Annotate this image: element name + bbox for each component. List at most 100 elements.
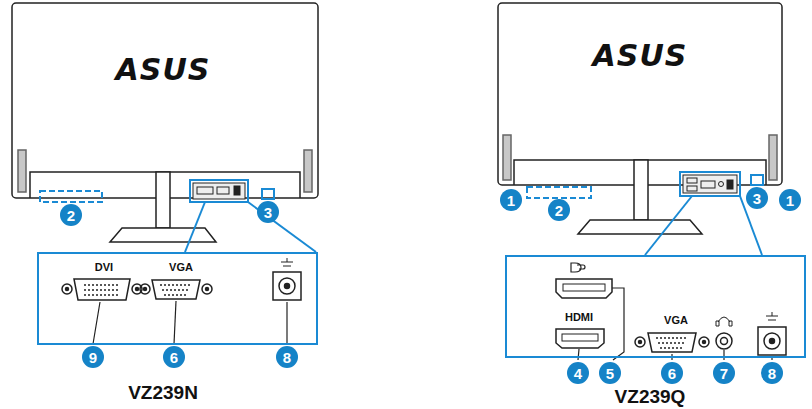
highlight-frame xyxy=(185,202,205,252)
callout-number: 8 xyxy=(761,362,783,384)
leader-line xyxy=(578,288,772,360)
monitor-back xyxy=(719,182,724,187)
leader-line xyxy=(723,350,724,360)
port-drawing xyxy=(648,333,696,352)
zoom-panel: HDMI VGA xyxy=(505,255,806,358)
monitor-back xyxy=(498,3,782,234)
callout-number: 1 xyxy=(500,189,522,211)
monitor-back xyxy=(578,220,702,234)
monitor-back xyxy=(12,3,318,198)
port-drawing xyxy=(152,280,200,299)
brand-logo: ASUS xyxy=(593,41,688,71)
callout-number: 7 xyxy=(713,362,735,384)
monitor-back xyxy=(687,178,697,183)
port-drawing xyxy=(281,258,293,266)
callout-number: 3 xyxy=(746,187,768,209)
monitor-back xyxy=(503,135,511,180)
highlight-frame xyxy=(262,189,274,199)
port-drawing xyxy=(279,278,295,294)
port-drawing xyxy=(639,341,642,344)
port-drawing xyxy=(703,341,706,344)
monitor-back xyxy=(304,150,312,192)
port-drawing xyxy=(766,312,778,320)
port-drawing xyxy=(563,284,605,291)
port-drawing xyxy=(758,327,786,355)
port-drawing xyxy=(273,272,301,300)
monitor-back xyxy=(687,186,697,191)
monitor-back xyxy=(18,150,26,192)
port-drawing xyxy=(556,329,604,348)
port-drawing xyxy=(562,334,598,341)
highlight-frame xyxy=(248,202,316,252)
callout-number: 3 xyxy=(257,201,279,223)
port-drawing xyxy=(202,284,212,294)
port-drawing xyxy=(74,279,130,300)
port-drawing xyxy=(556,279,612,298)
port-drawing xyxy=(285,284,290,289)
monitor-back xyxy=(217,187,229,194)
port-drawing xyxy=(62,258,301,300)
highlight-frame xyxy=(527,187,591,198)
port-name: DVI xyxy=(95,262,113,273)
callout-number: 1 xyxy=(779,189,801,211)
monitor-back xyxy=(12,3,318,242)
leader-line xyxy=(93,301,287,344)
port-drawing xyxy=(140,284,150,294)
port-name: VGA xyxy=(664,315,688,326)
port-drawing xyxy=(635,337,645,347)
leader-line xyxy=(93,302,100,344)
leader-line xyxy=(578,349,579,360)
callout-number: 5 xyxy=(599,362,621,384)
monitor-back xyxy=(727,180,733,189)
leader-line xyxy=(174,301,176,344)
monitor-back xyxy=(701,181,715,188)
port-drawing xyxy=(62,284,72,294)
leader-line xyxy=(286,302,287,344)
port-drawing xyxy=(716,317,732,326)
highlight-frame xyxy=(40,191,102,202)
monitor-back xyxy=(683,175,737,193)
callout-number: 2 xyxy=(548,199,570,221)
highlight-frame xyxy=(680,172,740,196)
callout-number: 6 xyxy=(163,346,185,368)
monitor-back xyxy=(156,172,170,228)
monitor-back xyxy=(634,160,648,220)
callout-number: 9 xyxy=(82,346,104,368)
port-drawing xyxy=(136,288,139,291)
port-drawing xyxy=(84,285,120,295)
port-drawing xyxy=(716,333,732,349)
highlight-frame xyxy=(645,196,692,255)
port-drawing xyxy=(571,263,585,272)
callout-number: 8 xyxy=(276,346,298,368)
callout-number: 2 xyxy=(60,204,82,226)
callout-number: 6 xyxy=(661,362,683,384)
monitor-back xyxy=(110,228,216,242)
port-drawing xyxy=(66,288,69,291)
port-name: VGA xyxy=(169,262,193,273)
model-caption: VZ239N xyxy=(128,383,198,402)
highlight-frame xyxy=(527,172,763,255)
monitor-back xyxy=(197,187,213,194)
highlight-frame xyxy=(751,175,763,185)
port-drawing xyxy=(160,285,192,295)
monitor-back xyxy=(193,183,245,199)
monitor-back xyxy=(498,3,782,185)
port-drawing xyxy=(764,333,780,349)
port-drawing xyxy=(556,263,786,355)
model-caption: VZ239Q xyxy=(615,387,686,406)
highlight-frame xyxy=(40,180,316,252)
brand-logo: ASUS xyxy=(116,55,211,85)
leader-line xyxy=(612,288,624,360)
zoom-panel: DVI VGA xyxy=(37,252,318,345)
port-drawing xyxy=(721,338,728,345)
port-drawing xyxy=(206,288,209,291)
port-name: HDMI xyxy=(565,312,593,323)
callout-number: 4 xyxy=(567,362,589,384)
monitor-back xyxy=(234,186,240,195)
port-drawing xyxy=(699,337,709,347)
port-drawing xyxy=(770,339,775,344)
port-drawing xyxy=(144,288,147,291)
monitor-back xyxy=(769,135,777,180)
port-drawing xyxy=(656,338,688,348)
highlight-frame xyxy=(190,180,248,202)
